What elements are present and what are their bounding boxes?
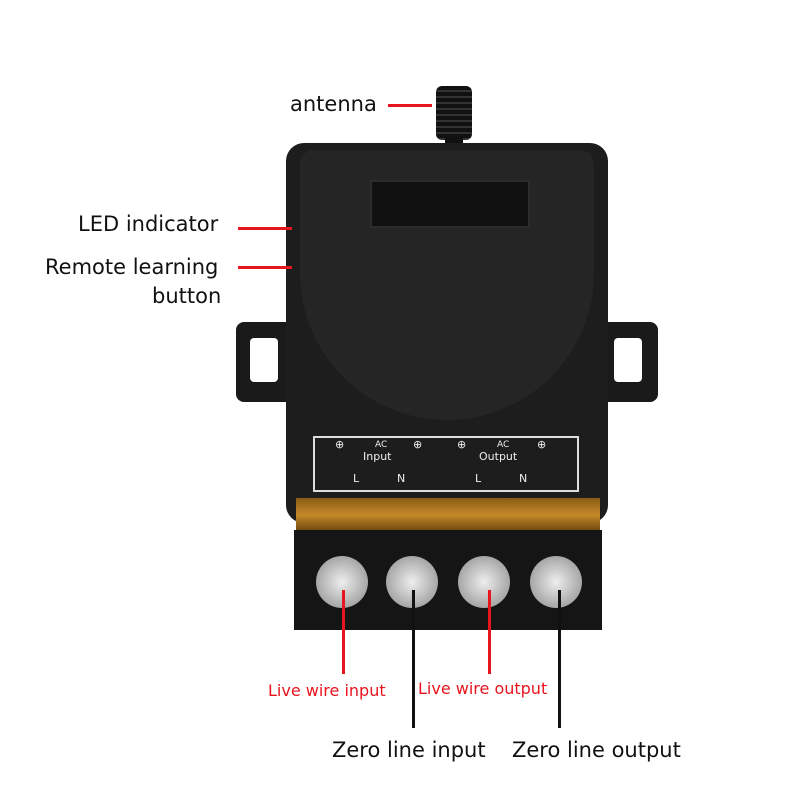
antenna-label: antenna (290, 92, 377, 116)
ac-label: AC (375, 440, 388, 450)
live-out-label: Live wire output (418, 679, 548, 698)
zero-in-pointer (412, 590, 415, 728)
screw-4 (530, 556, 582, 608)
plus-1: ⊕ (335, 438, 345, 451)
remote-pointer (238, 266, 292, 269)
output-label: Output (479, 450, 518, 463)
l-label: L (475, 472, 482, 485)
led-label: LED indicator (78, 212, 219, 236)
terminal-panel: ⊕ AC Input ⊕ L N ⊕ AC Output ⊕ L N (313, 436, 579, 492)
zero-out-label: Zero line output (512, 738, 681, 762)
mount-hole-right (614, 338, 642, 382)
input-label: Input (363, 450, 392, 463)
n-label: N (397, 472, 406, 485)
ac-label: AC (497, 440, 510, 450)
live-in-pointer (342, 590, 345, 674)
led-window (370, 180, 530, 228)
n-label: N (519, 472, 528, 485)
live-out-pointer (488, 590, 491, 674)
antenna-coil (436, 86, 472, 140)
l-label: L (353, 472, 360, 485)
zero-in-label: Zero line input (332, 738, 486, 762)
screw-3 (458, 556, 510, 608)
plus-4: ⊕ (537, 438, 547, 451)
live-in-label: Live wire input (268, 681, 386, 700)
antenna-pointer (388, 104, 432, 107)
mount-hole-left (250, 338, 278, 382)
remote-label-2: button (152, 284, 222, 308)
plus-2: ⊕ (413, 438, 423, 451)
amber-cover (296, 498, 600, 532)
remote-label-1: Remote learning (45, 255, 219, 279)
plus-3: ⊕ (457, 438, 467, 451)
led-pointer (238, 227, 292, 230)
zero-out-pointer (558, 590, 561, 728)
